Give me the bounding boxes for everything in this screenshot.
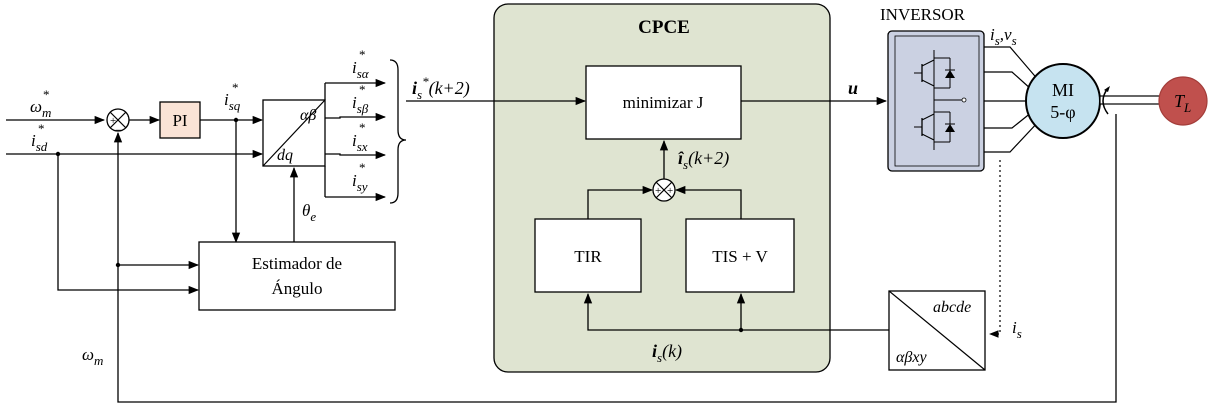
svg-text:+: + — [110, 115, 116, 127]
svg-text:dq: dq — [277, 147, 293, 164]
tir-block — [534, 218, 642, 293]
i-sx-wire — [325, 150, 387, 160]
svg-text:is*(k+2): is*(k+2) — [412, 74, 470, 102]
svg-text:+: + — [667, 185, 673, 197]
i-sx-label: isx * — [352, 120, 368, 154]
tis-v-label: TIS + V — [712, 247, 768, 266]
minimize-j-block — [585, 65, 742, 140]
tis-to-sum — [674, 185, 742, 219]
svg-text:îs(k+2): îs(k+2) — [678, 148, 729, 172]
svg-text:is,vs: is,vs — [990, 25, 1017, 48]
omega-m-feedback — [113, 131, 1117, 403]
svg-text:*: * — [359, 160, 366, 175]
svg-text:αβxy: αβxy — [896, 349, 927, 366]
estimator-label-1: Estimador de — [252, 254, 342, 273]
svg-text:*: * — [359, 120, 366, 135]
motor-label-1: MI — [1052, 80, 1074, 100]
tir-to-sum — [587, 185, 654, 219]
i-sy-label: isy * — [352, 160, 368, 194]
i-sd-to-estimator — [57, 154, 200, 295]
current-measurement-dotted — [989, 160, 1001, 338]
theta-e-label: θe — [302, 201, 316, 224]
i-sd-ref-label: isd * — [31, 121, 48, 154]
i-sq-ref-label: isq * — [224, 80, 241, 113]
svg-text:isq: isq — [224, 90, 241, 113]
t-load-label: TL — [1174, 91, 1191, 115]
tir-label: TIR — [574, 247, 602, 266]
svg-text:isβ: isβ — [352, 93, 369, 116]
i-s-ref-k2-label: is*(k+2) — [412, 74, 470, 102]
svg-text:isα: isα — [352, 58, 370, 81]
angle-estimator-block — [198, 241, 396, 311]
i-salpha-label: isα * — [352, 47, 370, 81]
svg-text:isy: isy — [352, 171, 368, 194]
pi-block — [159, 101, 201, 139]
svg-text:−: − — [115, 123, 122, 137]
i-s-measure-label: is — [1012, 318, 1022, 341]
omega-m-label: ωm — [82, 345, 103, 368]
estimator-label-2: Ángulo — [272, 279, 323, 298]
inverter-title: INVERSOR — [880, 5, 966, 24]
load-circle — [1158, 76, 1208, 126]
omega-m-ref-label: ωm * — [30, 87, 51, 120]
svg-text:isx: isx — [352, 131, 368, 154]
u-label: u — [848, 78, 858, 98]
i-s-k-label: is(k) — [652, 341, 682, 365]
i-sbeta-label: isβ * — [352, 82, 369, 116]
svg-text:αβ: αβ — [300, 107, 316, 124]
svg-text:θe: θe — [302, 201, 316, 224]
prediction-summing-junction: + + — [652, 178, 676, 202]
abcde-abxy-transform: abcde αβxy — [888, 290, 986, 371]
svg-text:is: is — [1012, 318, 1022, 341]
svg-text:is(k): is(k) — [652, 341, 682, 365]
minimize-j-label: minimizar J — [623, 93, 704, 112]
svg-text:*: * — [38, 121, 45, 136]
phase-wires — [984, 46, 1041, 153]
pi-label: PI — [172, 111, 187, 130]
svg-text:*: * — [43, 87, 50, 102]
svg-text:*: * — [359, 47, 366, 62]
signal-brace — [389, 59, 407, 204]
svg-text:*: * — [359, 82, 366, 97]
dq-alphabeta-transform: αβ dq — [262, 99, 326, 167]
motor-circle — [1025, 63, 1101, 139]
svg-text:TL: TL — [1174, 91, 1191, 115]
svg-text:*: * — [232, 80, 239, 95]
tis-v-block — [685, 218, 795, 293]
speed-summing-junction: + − — [106, 108, 130, 137]
inverter-block — [887, 30, 985, 172]
i-s-hat-k2-label: îs(k+2) — [678, 148, 729, 172]
is-vs-label: is,vs — [990, 25, 1017, 48]
svg-text:ωm: ωm — [30, 97, 51, 120]
svg-text:+: + — [655, 185, 661, 197]
motor-label-2: 5-φ — [1050, 102, 1075, 122]
cpce-title: CPCE — [638, 17, 690, 38]
svg-text:ωm: ωm — [82, 345, 103, 368]
svg-text:abcde: abcde — [933, 299, 971, 316]
i-s-k-feedback — [583, 292, 889, 331]
svg-text:isd: isd — [31, 131, 48, 154]
i-sbeta-wire — [325, 112, 387, 122]
